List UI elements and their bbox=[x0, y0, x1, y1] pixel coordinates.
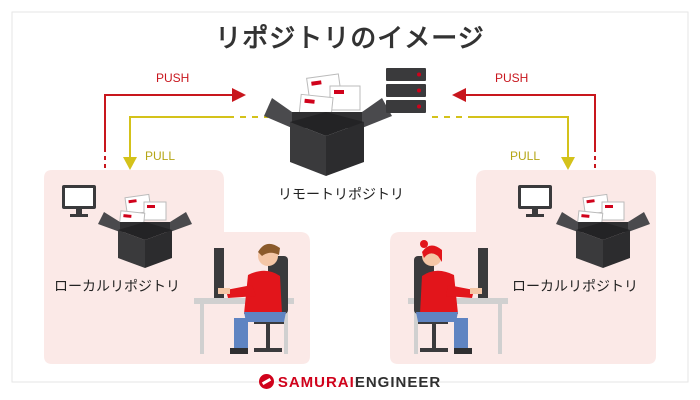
pull-arrowhead-left bbox=[123, 157, 137, 170]
push-arrow-left bbox=[104, 94, 232, 168]
local-repository-label-left: ローカルリポジトリ bbox=[54, 279, 180, 295]
pull-label-right: PULL bbox=[510, 149, 541, 163]
remote-box-icon bbox=[264, 73, 392, 176]
pull-arrow-right bbox=[432, 116, 569, 158]
local-repository-label-right: ローカルリポジトリ bbox=[512, 279, 638, 295]
push-arrowhead-left bbox=[232, 88, 246, 102]
pull-label-left: PULL bbox=[145, 149, 176, 163]
server-icon bbox=[386, 68, 426, 113]
push-arrowhead-right bbox=[452, 88, 466, 102]
monitor-icon-left bbox=[62, 185, 96, 217]
monitor-icon-right bbox=[518, 185, 552, 217]
samurai-engineer-logo: SAMURAIENGINEER bbox=[0, 374, 700, 391]
push-label-right: PUSH bbox=[495, 71, 529, 85]
push-label-left: PUSH bbox=[156, 71, 190, 85]
push-arrow-right bbox=[466, 94, 596, 168]
local-box-icon-right bbox=[556, 193, 650, 268]
outer-frame bbox=[11, 11, 689, 383]
logo-mark-icon bbox=[258, 374, 274, 389]
developer-illustration-right bbox=[408, 240, 508, 354]
page-title: リポジトリのイメージ bbox=[215, 24, 485, 54]
remote-repository-label: リモートリポジトリ bbox=[278, 187, 404, 203]
pull-arrow-left bbox=[129, 116, 268, 158]
logo-text-dark: ENGINEER bbox=[354, 374, 442, 391]
developer-illustration-left bbox=[194, 243, 294, 354]
logo-text-red: SAMURAI bbox=[277, 374, 355, 391]
pull-arrowhead-right bbox=[561, 157, 575, 170]
local-box-icon-left bbox=[98, 193, 192, 268]
